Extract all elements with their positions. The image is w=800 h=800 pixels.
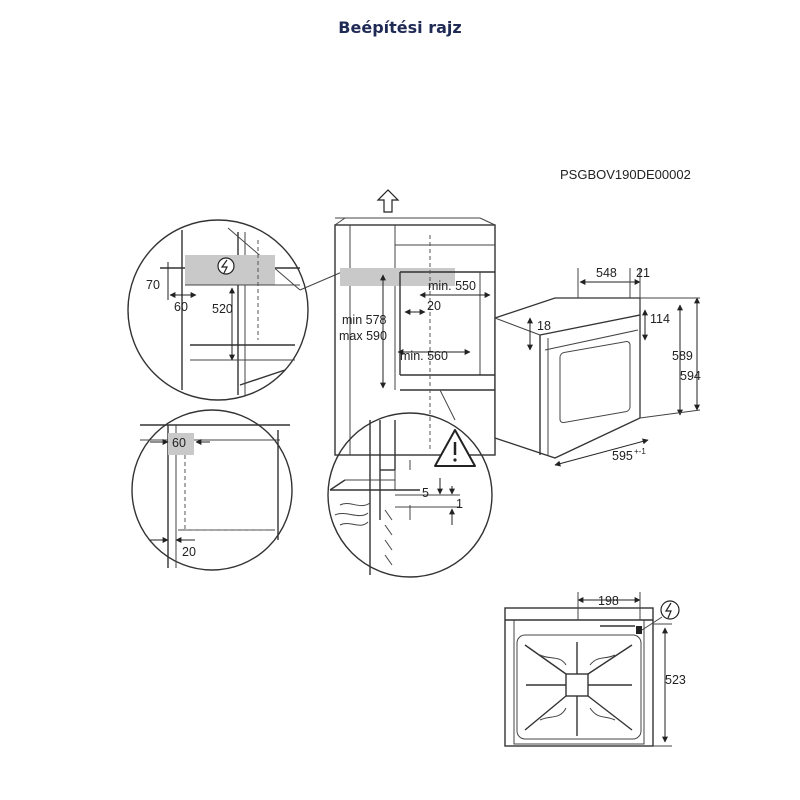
oven-drawing: 548 21 18 114 589 594 595 +-1 [494,266,701,467]
ventilation-arrow-icon [376,189,400,213]
detail-circle-bottom-left: 60 20 [131,409,293,571]
dim-595-tolerance: +-1 [634,447,646,456]
detail-circle-bottom-middle: 5 1 [327,412,493,578]
dim-1: 1 [456,497,463,511]
dim-198: 198 [598,594,619,608]
page-title: Beépítési rajz [338,18,462,37]
power-plug-icon-top-view [636,600,680,634]
dim-520: 520 [212,302,233,316]
dim-min560: min. 560 [400,349,448,363]
dim-18: 18 [537,319,551,333]
warning-triangle-icon [434,429,476,467]
dim-114: 114 [650,312,670,326]
dim-60b: 60 [172,436,186,450]
dim-max590: max 590 [339,329,387,343]
drawing-code: PSGBOV190DE00002 [560,167,691,182]
dim-548: 548 [596,266,617,280]
dim-20b: 20 [182,545,196,559]
dim-60a: 60 [174,300,188,314]
dim-523: 523 [665,673,686,687]
dim-min578: min 578 [342,313,387,327]
dim-5: 5 [422,486,429,500]
dim-min550: min. 550 [428,279,476,293]
dim-595: 595 [612,449,633,463]
dim-589: 589 [672,349,693,363]
top-view-drawing: 198 523 [504,592,686,747]
cabinet-drawing: min. 550 20 min 578 max 590 min. 560 [334,189,496,456]
dim-21: 21 [636,266,650,280]
power-plug-icon [217,257,235,275]
detail-circle-top: 70 60 520 [127,219,309,401]
dim-70: 70 [146,278,160,292]
dim-594: 594 [680,369,701,383]
dim-20a: 20 [427,299,441,313]
